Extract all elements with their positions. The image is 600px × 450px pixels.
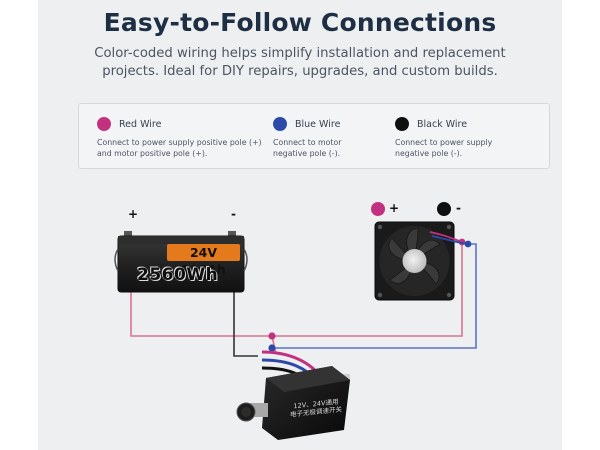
fan	[374, 221, 469, 301]
battery-minus-label: -	[231, 207, 236, 221]
legend-desc-line-2: negative pole (-).	[273, 149, 341, 158]
black-wire-path	[233, 292, 258, 357]
blue-junction-dot	[268, 344, 276, 352]
wire-legend: Red Wire Connect to power supply positiv…	[78, 103, 550, 169]
page-title: Easy-to-Follow Connections	[103, 8, 497, 37]
red-dot-icon	[97, 117, 111, 131]
blue-wire-path	[272, 243, 477, 349]
legend-name: Red Wire	[119, 119, 162, 130]
fan-minus-dot-icon	[437, 202, 451, 216]
legend-desc-line-1: Connect to power supply	[395, 138, 493, 147]
black-dot-icon	[395, 117, 409, 131]
blue-dot-icon	[273, 117, 287, 131]
battery-plus-label: +	[128, 207, 139, 221]
fan-plus-dot-icon	[371, 202, 385, 216]
legend-desc: Connect to power supply positive pole (+…	[97, 137, 262, 159]
legend-desc-line-2: negative pole (-).	[395, 149, 463, 158]
fan-plus-label: +	[389, 201, 400, 215]
legend-desc: Connect to motor negative pole (-).	[273, 137, 341, 159]
fan-minus-label: -	[456, 201, 461, 215]
page-subtitle: Color-coded wiring helps simplify instal…	[38, 45, 562, 81]
subtitle-line-1: Color-coded wiring helps simplify instal…	[94, 46, 506, 61]
battery-capacity-label: 2560Wh	[137, 265, 219, 285]
legend-desc-line-2: and motor positive pole (+).	[97, 149, 208, 158]
legend-name: Black Wire	[417, 119, 468, 130]
legend-desc: Connect to power supply negative pole (-…	[395, 137, 492, 159]
subtitle-line-2: projects. Ideal for DIY repairs, upgrade…	[102, 64, 498, 79]
legend-desc-line-1: Connect to power supply positive pole (+…	[97, 138, 262, 147]
legend-name: Blue Wire	[295, 119, 341, 130]
battery-rating-label: 24V 100Ah	[167, 244, 240, 277]
legend-desc-line-1: Connect to motor	[273, 138, 342, 147]
speed-controller	[236, 366, 350, 440]
red-junction-dot	[268, 332, 276, 340]
